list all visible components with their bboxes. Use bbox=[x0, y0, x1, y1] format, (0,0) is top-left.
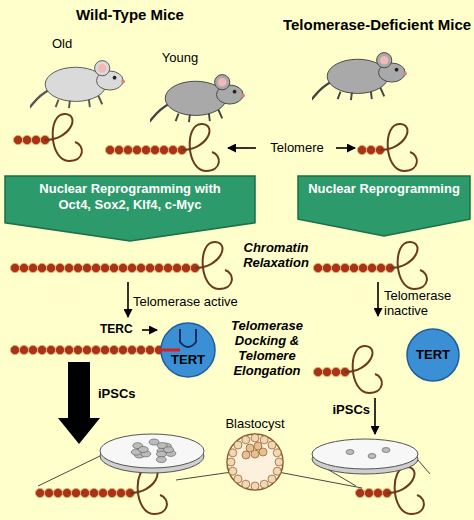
process-banner: Nuclear Reprogramming bbox=[298, 176, 470, 236]
circle-shape bbox=[160, 322, 216, 378]
old-mouse bbox=[28, 61, 125, 109]
enzyme-name: TERT bbox=[406, 328, 460, 363]
cell-label: iPSCs bbox=[322, 402, 370, 417]
banner-text: Nuclear Reprogramming bbox=[304, 176, 464, 197]
process-banner: Nuclear Reprogramming with Oct4, Sox2, K… bbox=[5, 176, 255, 241]
mouse-label: Young bbox=[150, 50, 210, 65]
cell-label: iPSCs bbox=[98, 386, 148, 401]
deficient-mouse bbox=[310, 53, 407, 101]
section-title: Wild-Type Mice bbox=[55, 6, 205, 23]
section-title: Telomerase-Deficient Mice bbox=[282, 16, 472, 33]
cell-label: Blastocyst bbox=[215, 416, 295, 431]
banner-text: Nuclear Reprogramming with Oct4, Sox2, K… bbox=[28, 176, 233, 212]
blastocyst bbox=[227, 434, 283, 490]
process-label: Telomerase active bbox=[133, 294, 263, 309]
petri-dish-left bbox=[100, 434, 204, 473]
step-label: Telomerase Docking & Telomere Elongation bbox=[222, 318, 312, 378]
enzyme-circle: TERT bbox=[406, 328, 460, 382]
enzyme-name: TERT bbox=[160, 322, 216, 368]
enzyme-circle: TERT bbox=[160, 322, 216, 378]
callout: Telomere bbox=[258, 140, 336, 155]
mouse-label: Old bbox=[42, 36, 82, 51]
big-arrow bbox=[58, 362, 100, 444]
petri-dish-right bbox=[312, 439, 418, 474]
callout: TERC bbox=[100, 322, 140, 336]
chromosomes bbox=[10, 114, 426, 514]
process-label: Telomerase inactive bbox=[384, 288, 472, 318]
young-mouse bbox=[148, 75, 245, 123]
step-label: Chromatin Relaxation bbox=[238, 240, 314, 270]
